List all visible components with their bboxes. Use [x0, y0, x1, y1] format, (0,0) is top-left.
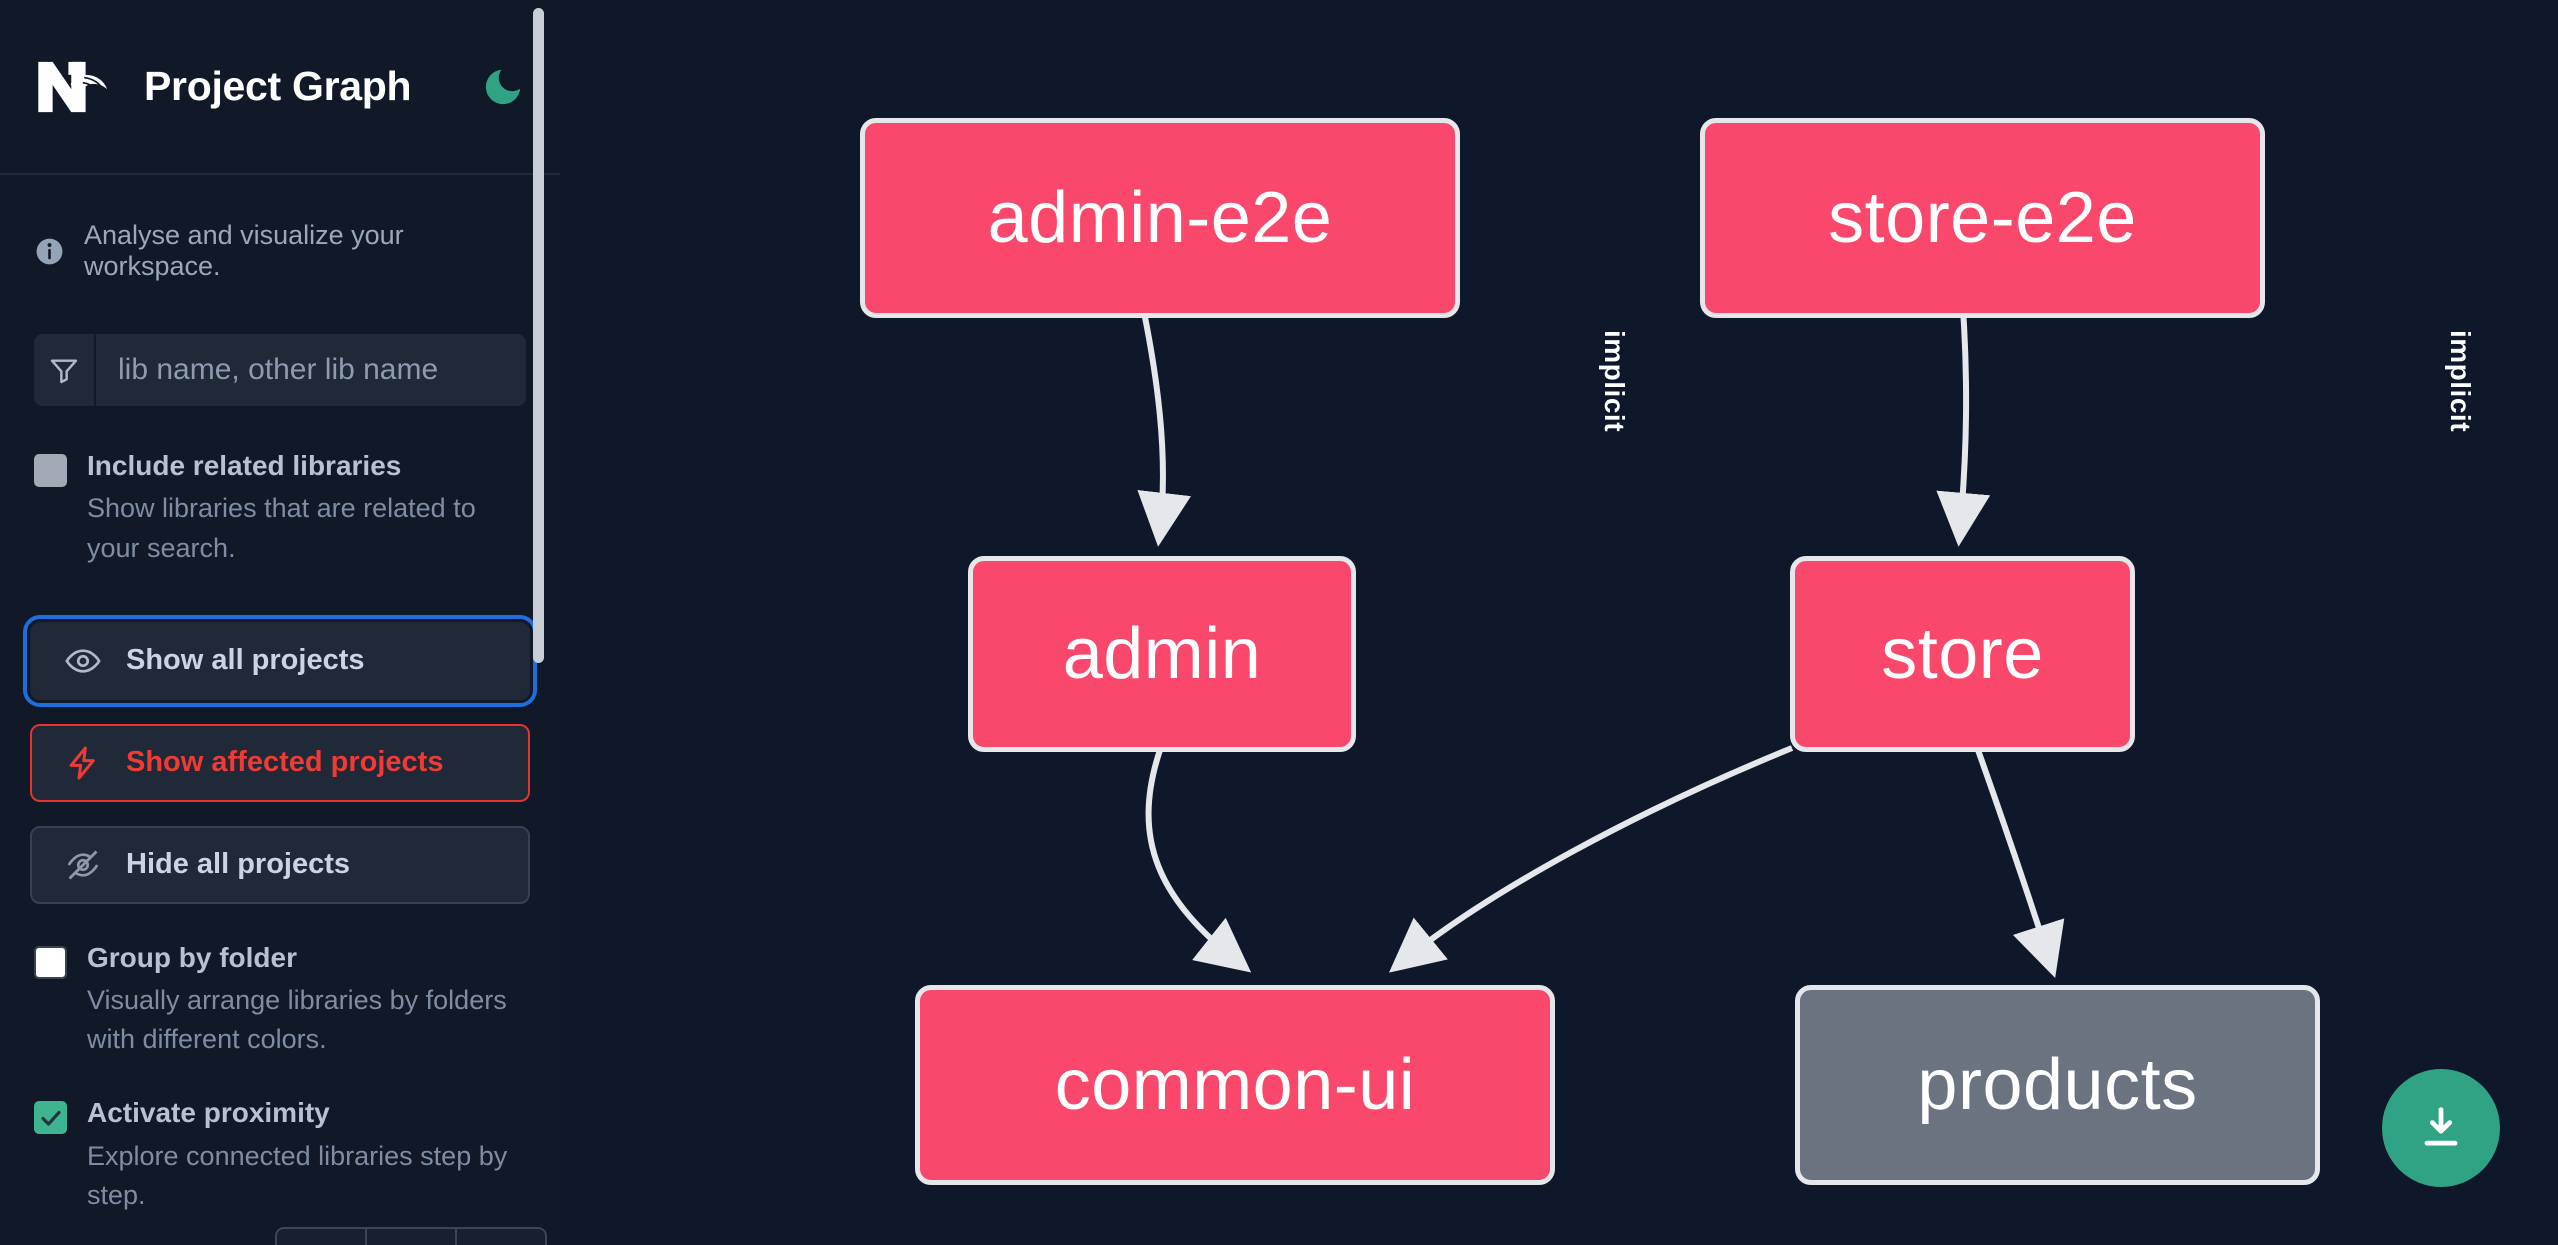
option-description: Explore connected libraries step by step… — [87, 1140, 508, 1210]
option-label: Activate proximity — [87, 1097, 330, 1129]
segment-1[interactable] — [277, 1229, 367, 1245]
segment-2[interactable] — [367, 1229, 457, 1245]
download-image-button[interactable] — [2382, 1069, 2500, 1187]
checkbox-include-related-libraries[interactable] — [34, 454, 67, 487]
eye-icon — [64, 642, 102, 680]
graph-node-store[interactable]: store — [1790, 556, 2135, 752]
node-label: common-ui — [1054, 1045, 1416, 1125]
funnel-icon — [34, 334, 96, 406]
checkbox-activate-proximity[interactable] — [34, 1101, 67, 1135]
option-group-by-folder[interactable]: Group by folder Visually arrange librari… — [34, 940, 526, 1060]
sidebar-tagline: Analyse and visualize your workspace. — [0, 175, 560, 282]
graph-node-admin[interactable]: admin — [968, 556, 1356, 752]
visibility-button-group: Show all projects Show affected projects — [23, 614, 537, 904]
button-label: Hide all projects — [126, 848, 351, 881]
lightning-icon — [64, 744, 102, 782]
button-label: Show all projects — [126, 644, 365, 677]
graph-node-common-ui[interactable]: common-ui — [915, 985, 1555, 1185]
node-label: store — [1881, 614, 2044, 694]
eye-off-icon — [64, 846, 102, 884]
nx-logo-icon — [34, 56, 120, 118]
show-all-projects-button[interactable]: Show all projects — [23, 614, 537, 707]
graph-node-admin-e2e[interactable]: admin-e2e — [860, 118, 1460, 318]
node-label: store-e2e — [1828, 178, 2137, 258]
search-field-wrapper[interactable] — [34, 334, 526, 406]
node-label: admin — [1062, 614, 1262, 694]
show-affected-projects-button[interactable]: Show affected projects — [30, 723, 530, 802]
segmented-control-partial[interactable] — [275, 1227, 547, 1245]
sidebar-header: Project Graph — [0, 0, 560, 175]
search-input[interactable] — [96, 334, 526, 406]
graph-canvas[interactable]: implicit implicit admin-e2e store-e2e ad… — [560, 0, 2558, 1245]
button-label: Show affected projects — [126, 746, 444, 779]
option-include-related-libraries[interactable]: Include related libraries Show libraries… — [34, 448, 526, 568]
option-activate-proximity[interactable]: Activate proximity Explore connected lib… — [34, 1095, 526, 1215]
segment-3[interactable] — [457, 1229, 545, 1245]
download-icon — [2424, 1107, 2458, 1146]
tagline-text: Analyse and visualize your workspace. — [84, 220, 404, 281]
info-icon — [34, 236, 65, 267]
graph-node-products[interactable]: products — [1795, 985, 2320, 1185]
hide-all-projects-button[interactable]: Hide all projects — [30, 825, 530, 904]
checkbox-group-by-folder[interactable] — [34, 945, 67, 979]
option-label: Include related libraries — [87, 450, 402, 481]
option-description: Visually arrange libraries by folders wi… — [87, 985, 507, 1055]
sidebar: Project Graph Analyse and visualize your… — [0, 0, 560, 1245]
page-title: Project Graph — [144, 63, 412, 109]
graph-node-store-e2e[interactable]: store-e2e — [1700, 118, 2265, 318]
option-label: Group by folder — [87, 941, 297, 973]
node-label: products — [1917, 1045, 2198, 1125]
moon-icon[interactable] — [480, 64, 526, 110]
sidebar-scrollbar[interactable] — [533, 8, 544, 663]
node-label: admin-e2e — [987, 178, 1333, 258]
option-description: Show libraries that are related to your … — [87, 493, 476, 563]
